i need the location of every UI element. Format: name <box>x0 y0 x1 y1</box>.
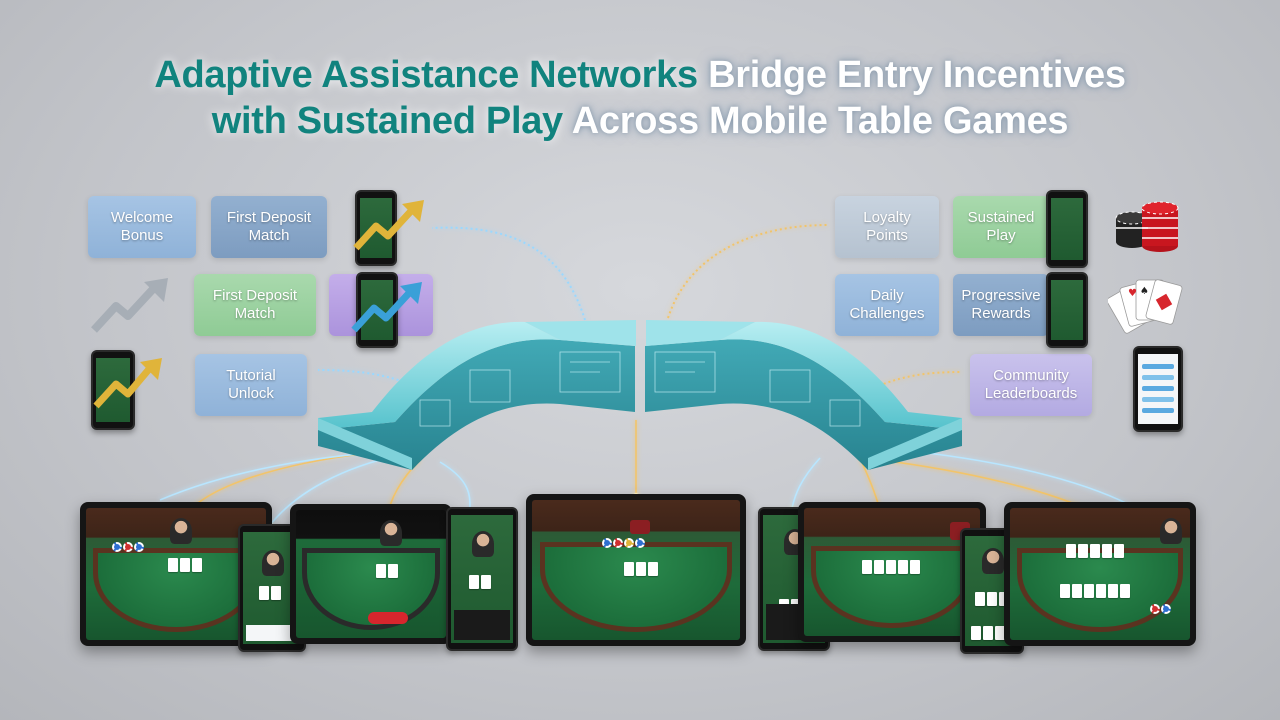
phone-blackjack-2[interactable] <box>446 507 518 651</box>
tutorial-unlock-card[interactable]: Tutorial Unlock <box>195 354 307 416</box>
title-line-2: with Sustained Play Across Mobile Table … <box>0 98 1280 144</box>
title-line-1: Adaptive Assistance Networks Bridge Entr… <box>0 52 1280 98</box>
community-leaderboards-card[interactable]: Community Leaderboards <box>970 354 1092 416</box>
progressive-rewards-label: Progressive Rewards <box>961 287 1041 322</box>
svg-text:♠: ♠ <box>1140 286 1149 297</box>
tablet-blackjack-5[interactable] <box>1004 502 1196 646</box>
loyalty-points-label: Loyalty Points <box>863 209 911 244</box>
leaderboard-phone <box>1133 346 1183 432</box>
trend-up-arrow-icon <box>93 358 162 409</box>
trend-up-arrow-icon <box>91 278 168 333</box>
sustained-play-card[interactable]: Sustained Play <box>953 196 1049 258</box>
phone-thumbnail-5 <box>1046 272 1088 348</box>
playing-cards-icon: ♠ ♥ <box>1108 279 1183 334</box>
link-device-6 <box>791 457 821 509</box>
first-deposit-match-label-mid: First Deposit Match <box>212 287 298 322</box>
link-device-4 <box>439 461 471 509</box>
daily-challenges-card[interactable]: Daily Challenges <box>835 274 939 336</box>
sustained-play-label: Sustained Play <box>967 209 1035 244</box>
first-deposit-match-card-mid[interactable]: First Deposit Match <box>194 274 316 336</box>
tutorial-unlock-label: Tutorial Unlock <box>226 367 276 402</box>
first-deposit-match-label-top: First Deposit Match <box>226 209 312 244</box>
bridge-network-icon <box>318 320 962 470</box>
progressive-rewards-card[interactable]: Progressive Rewards <box>953 274 1049 336</box>
title-line-2-rest: Across Mobile Table Games <box>562 100 1069 142</box>
tablet-blackjack-4[interactable] <box>798 502 986 642</box>
tablet-blackjack-3[interactable] <box>526 494 746 646</box>
svg-text:♥: ♥ <box>1128 288 1137 299</box>
title-line-2-highlight: with Sustained Play <box>211 100 563 142</box>
daily-challenges-label: Daily Challenges <box>849 287 925 322</box>
title-line-1-highlight: Adaptive Assistance Networks <box>154 54 698 96</box>
community-leaderboards-label: Community Leaderboards <box>984 367 1078 402</box>
casino-chips-icon <box>1115 201 1179 252</box>
trend-up-arrow-icon <box>351 282 422 333</box>
link-device-9 <box>899 449 1131 506</box>
welcome-bonus-label: Welcome Bonus <box>110 209 174 244</box>
link-arc-loyalty <box>667 224 829 319</box>
page-title: Adaptive Assistance Networks Bridge Entr… <box>0 52 1280 144</box>
phone-thumbnail-4 <box>1046 190 1088 268</box>
loyalty-points-card[interactable]: Loyalty Points <box>835 196 939 258</box>
first-deposit-match-card-top[interactable]: First Deposit Match <box>211 196 327 258</box>
link-arc-community <box>869 371 963 391</box>
welcome-bonus-card[interactable]: Welcome Bonus <box>88 196 196 258</box>
tablet-blackjack-2[interactable] <box>290 504 452 644</box>
link-arc-first-deposit <box>431 226 586 321</box>
link-device-10 <box>159 449 411 501</box>
title-line-1-rest: Bridge Entry Incentives <box>697 54 1126 96</box>
trend-up-arrow-icon <box>353 200 424 251</box>
link-arc-tutorial <box>317 369 431 396</box>
